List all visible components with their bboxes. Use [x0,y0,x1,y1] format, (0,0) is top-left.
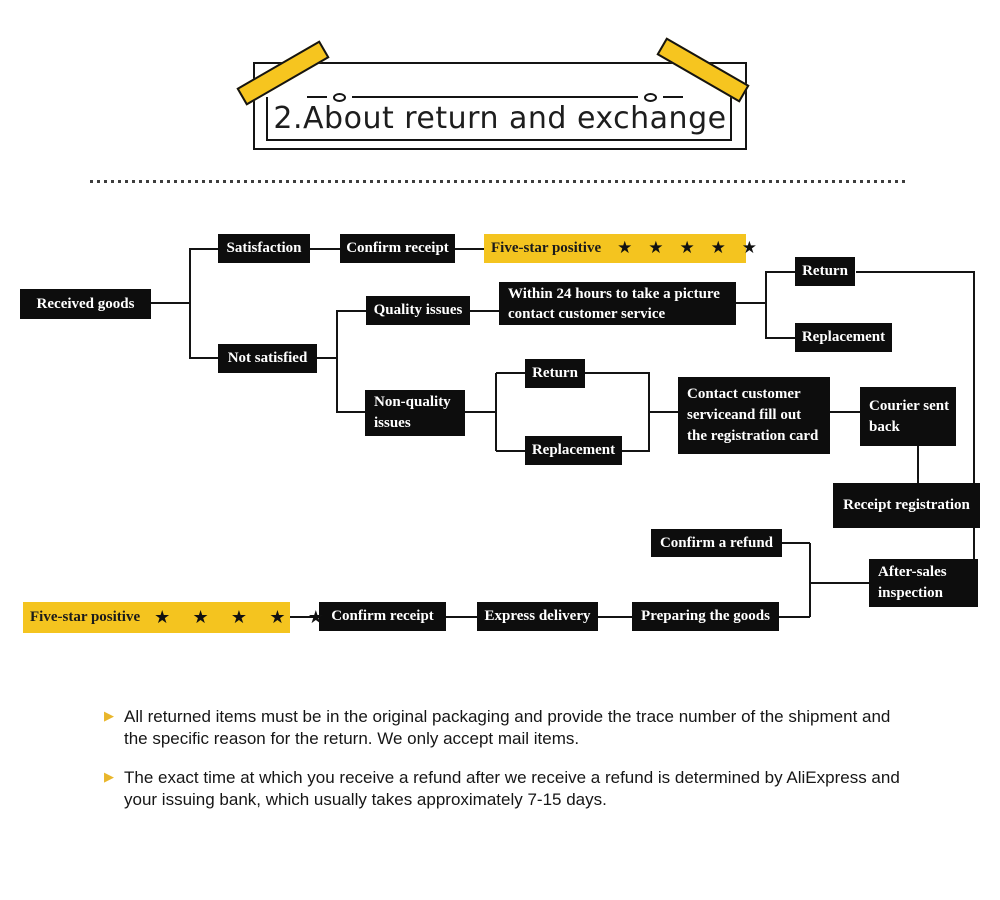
node-return-nonquality: Return [525,359,585,388]
five-star-label: Five-star positive [30,609,141,625]
banner-inner-frame [266,97,732,141]
node-five-star-bottom: Five-star positive ★ ★ ★ ★ ★ [23,602,324,633]
node-return-quality: Return [795,257,855,286]
five-stars-icon: ★ ★ ★ ★ ★ [154,607,332,628]
bullet-triangle-icon: ▶ [104,709,114,724]
node-confirm-receipt-bottom: Confirm receipt [319,602,446,631]
node-confirm-receipt-top: Confirm receipt [340,234,455,263]
list-item: ▶ The exact time at which you receive a … [104,767,904,811]
node-express-delivery: Express delivery [477,602,598,631]
node-confirm-a-refund: Confirm a refund [651,529,782,557]
list-item: ▶ All returned items must be in the orig… [104,706,904,750]
node-within-24-hours: Within 24 hours to take a picture contac… [499,282,736,325]
note-text: The exact time at which you receive a re… [124,768,900,809]
circle-icon [644,92,657,102]
node-not-satisfied: Not satisfied [218,344,317,373]
node-contact-customer-service: Contact customer serviceand fill out the… [678,377,830,454]
note-text: All returned items must be in the origin… [124,707,891,748]
five-stars-icon: ★ ★ ★ ★ ★ [617,238,762,258]
node-receipt-registration: Receipt registration [833,483,980,528]
notes-list: ▶ All returned items must be in the orig… [104,706,904,828]
node-quality-issues: Quality issues [366,296,470,325]
node-non-quality-issues: Non-quality issues [365,390,465,436]
five-star-label: Five-star positive [491,240,602,256]
banner-decoration [307,92,683,102]
node-received-goods: Received goods [20,289,151,319]
page-title: 2.About return and exchange [273,101,727,136]
node-courier-sent-back: Courier sent back [860,387,956,446]
node-replacement-quality: Replacement [795,323,892,352]
title-banner: 2.About return and exchange [253,62,747,150]
node-after-sales-inspection: After-sales inspection [869,559,978,607]
line-divider [352,96,638,98]
circle-icon [333,92,346,102]
dash-icon [307,96,327,98]
bullet-triangle-icon: ▶ [104,770,114,785]
node-preparing-the-goods: Preparing the goods [632,602,779,631]
dotted-divider [90,180,906,183]
node-replacement-nonquality: Replacement [525,436,622,465]
node-five-star-top: Five-star positive ★ ★ ★ ★ ★ [484,234,757,263]
node-satisfaction: Satisfaction [218,234,310,263]
dash-icon [663,96,683,98]
